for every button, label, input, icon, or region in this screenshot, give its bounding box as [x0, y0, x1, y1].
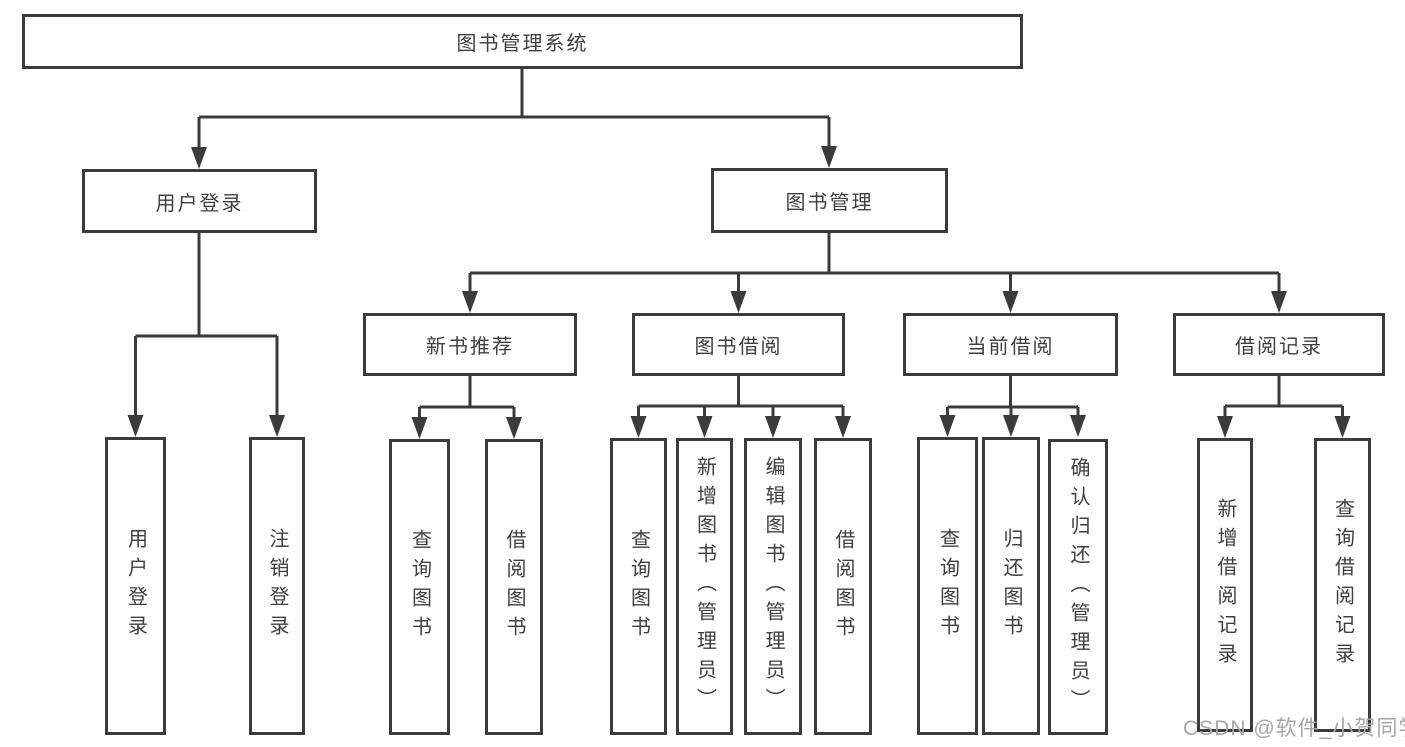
- node-user-login-module: 用户登录: [82, 169, 317, 233]
- leaf-borrow-books: 借阅图书: [814, 438, 872, 735]
- leaf-return-books: 归还图书: [982, 437, 1040, 735]
- node-borrow-records: 借阅记录: [1173, 313, 1385, 376]
- node-book-management-module: 图书管理: [711, 168, 948, 233]
- leaf-query-books-borrow: 查询图书: [610, 438, 667, 735]
- node-current-borrow: 当前借阅: [903, 313, 1118, 376]
- leaf-borrow-books-recommend: 借阅图书: [485, 439, 543, 735]
- leaf-add-books-admin: 新增图书（管理员）: [676, 438, 733, 735]
- node-book-borrow: 图书借阅: [632, 313, 845, 376]
- leaf-edit-books-admin: 编辑图书（管理员）: [744, 438, 802, 735]
- leaf-user-login: 用户登录: [105, 437, 166, 735]
- leaf-confirm-return-admin: 确认归还（管理员）: [1048, 439, 1108, 735]
- leaf-logout: 注销登录: [249, 437, 305, 735]
- leaf-query-borrow-record: 查询借阅记录: [1314, 438, 1371, 732]
- node-new-book-recommend: 新书推荐: [363, 313, 577, 376]
- node-root-system: 图书管理系统: [22, 14, 1023, 69]
- leaf-add-borrow-record: 新增借阅记录: [1197, 438, 1253, 732]
- leaf-query-books-current: 查询图书: [917, 437, 978, 735]
- csdn-watermark: CSDN @软件_小贺同学: [1183, 717, 1405, 740]
- leaf-query-books-recommend: 查询图书: [389, 439, 450, 735]
